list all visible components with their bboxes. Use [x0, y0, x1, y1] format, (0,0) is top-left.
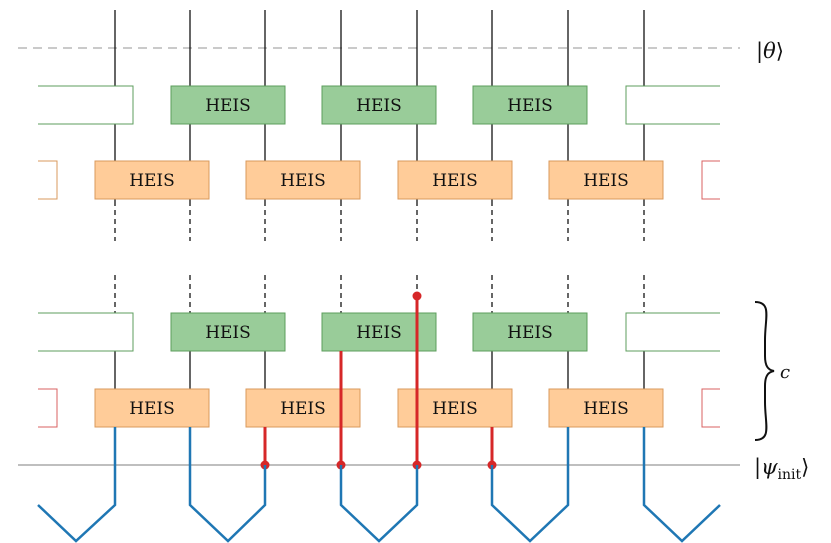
heis-gate-box [94, 160, 210, 200]
boundary-gate-left [38, 160, 58, 200]
psi-subscript: init [778, 467, 802, 483]
boundary-gate-left [38, 388, 58, 428]
ket-right-angle: ⟩ [801, 455, 809, 479]
blue-zigzag-paths [37, 427, 721, 543]
heis-gate-label: HEIS [583, 171, 629, 191]
ket-left-bar: | [754, 455, 761, 480]
right-curly-brace-icon [754, 301, 775, 441]
heis-gate-label: HEIS [205, 96, 251, 116]
red-path-overlay [260, 291, 497, 470]
psi-init-ket: |ψinit⟩ [754, 455, 809, 483]
heis-gate-label: HEIS [129, 399, 175, 419]
heis-gate: HEIS [245, 160, 361, 200]
heis-gate-label: HEIS [280, 399, 326, 419]
heis-gate: HEIS [170, 312, 286, 352]
heis-gate-box [548, 388, 664, 428]
heis-gate: HEIS [548, 160, 664, 200]
heis-gate-label: HEIS [205, 323, 251, 343]
heis-gate: HEIS [321, 85, 437, 125]
blue-zigzag-path [490, 427, 570, 543]
red-dot-icon [412, 291, 422, 301]
heis-gate-box [397, 160, 513, 200]
heis-gate-label: HEIS [432, 171, 478, 191]
heis-gate-label: HEIS [507, 96, 553, 116]
gate-grid: HEIS HEIS HEIS HEIS HEIS HEIS HEIS HEIS HEIS HEIS… [38, 85, 720, 428]
blue-zigzag-path [37, 427, 117, 543]
boundary-gate-left [38, 312, 134, 352]
heis-gate: HEIS [397, 160, 513, 200]
heis-gate: HEIS [94, 160, 210, 200]
heis-gate: HEIS [94, 388, 210, 428]
heis-gate-box [94, 388, 210, 428]
blue-zigzag-path [642, 427, 721, 543]
heis-gate-label: HEIS [129, 171, 175, 191]
heis-gate: HEIS [548, 388, 664, 428]
heis-gate: HEIS [321, 312, 437, 352]
heis-gate: HEIS [472, 312, 588, 352]
heis-gate-label: HEIS [507, 323, 553, 343]
heis-gate-box [170, 312, 286, 352]
heis-gate-box [245, 160, 361, 200]
side-labels: |θ⟩ |ψinit⟩ c [754, 39, 809, 483]
blue-zigzag-path [339, 465, 419, 543]
heis-gate-box [548, 160, 664, 200]
boundary-gate-right [701, 160, 720, 200]
heis-gate-label: HEIS [356, 323, 402, 343]
boundary-gate-right [625, 312, 720, 352]
heis-gate: HEIS [397, 388, 513, 428]
blue-zigzag-path [188, 427, 267, 543]
boundary-gate-right [625, 85, 720, 125]
heis-gate-label: HEIS [356, 96, 402, 116]
theta-ket: |θ⟩ [756, 39, 784, 64]
ket-left-bar: | [756, 39, 763, 64]
heis-gate: HEIS [245, 388, 361, 428]
heis-gate-label: HEIS [583, 399, 629, 419]
ket-right-angle: ⟩ [776, 39, 784, 63]
heis-gate-box [170, 85, 286, 125]
heis-gate: HEIS [472, 85, 588, 125]
boundary-gate-left [38, 85, 134, 125]
heis-gate-box [472, 85, 588, 125]
psi-symbol: ψ [761, 455, 778, 479]
theta-symbol: θ [763, 39, 776, 63]
boundary-gate-right [701, 388, 720, 428]
heis-gate-box [321, 85, 437, 125]
layers-label: c [780, 362, 790, 383]
heis-gate-label: HEIS [280, 171, 326, 191]
heis-gate: HEIS [170, 85, 286, 125]
heis-gate-label: HEIS [432, 399, 478, 419]
heis-gate-box [472, 312, 588, 352]
